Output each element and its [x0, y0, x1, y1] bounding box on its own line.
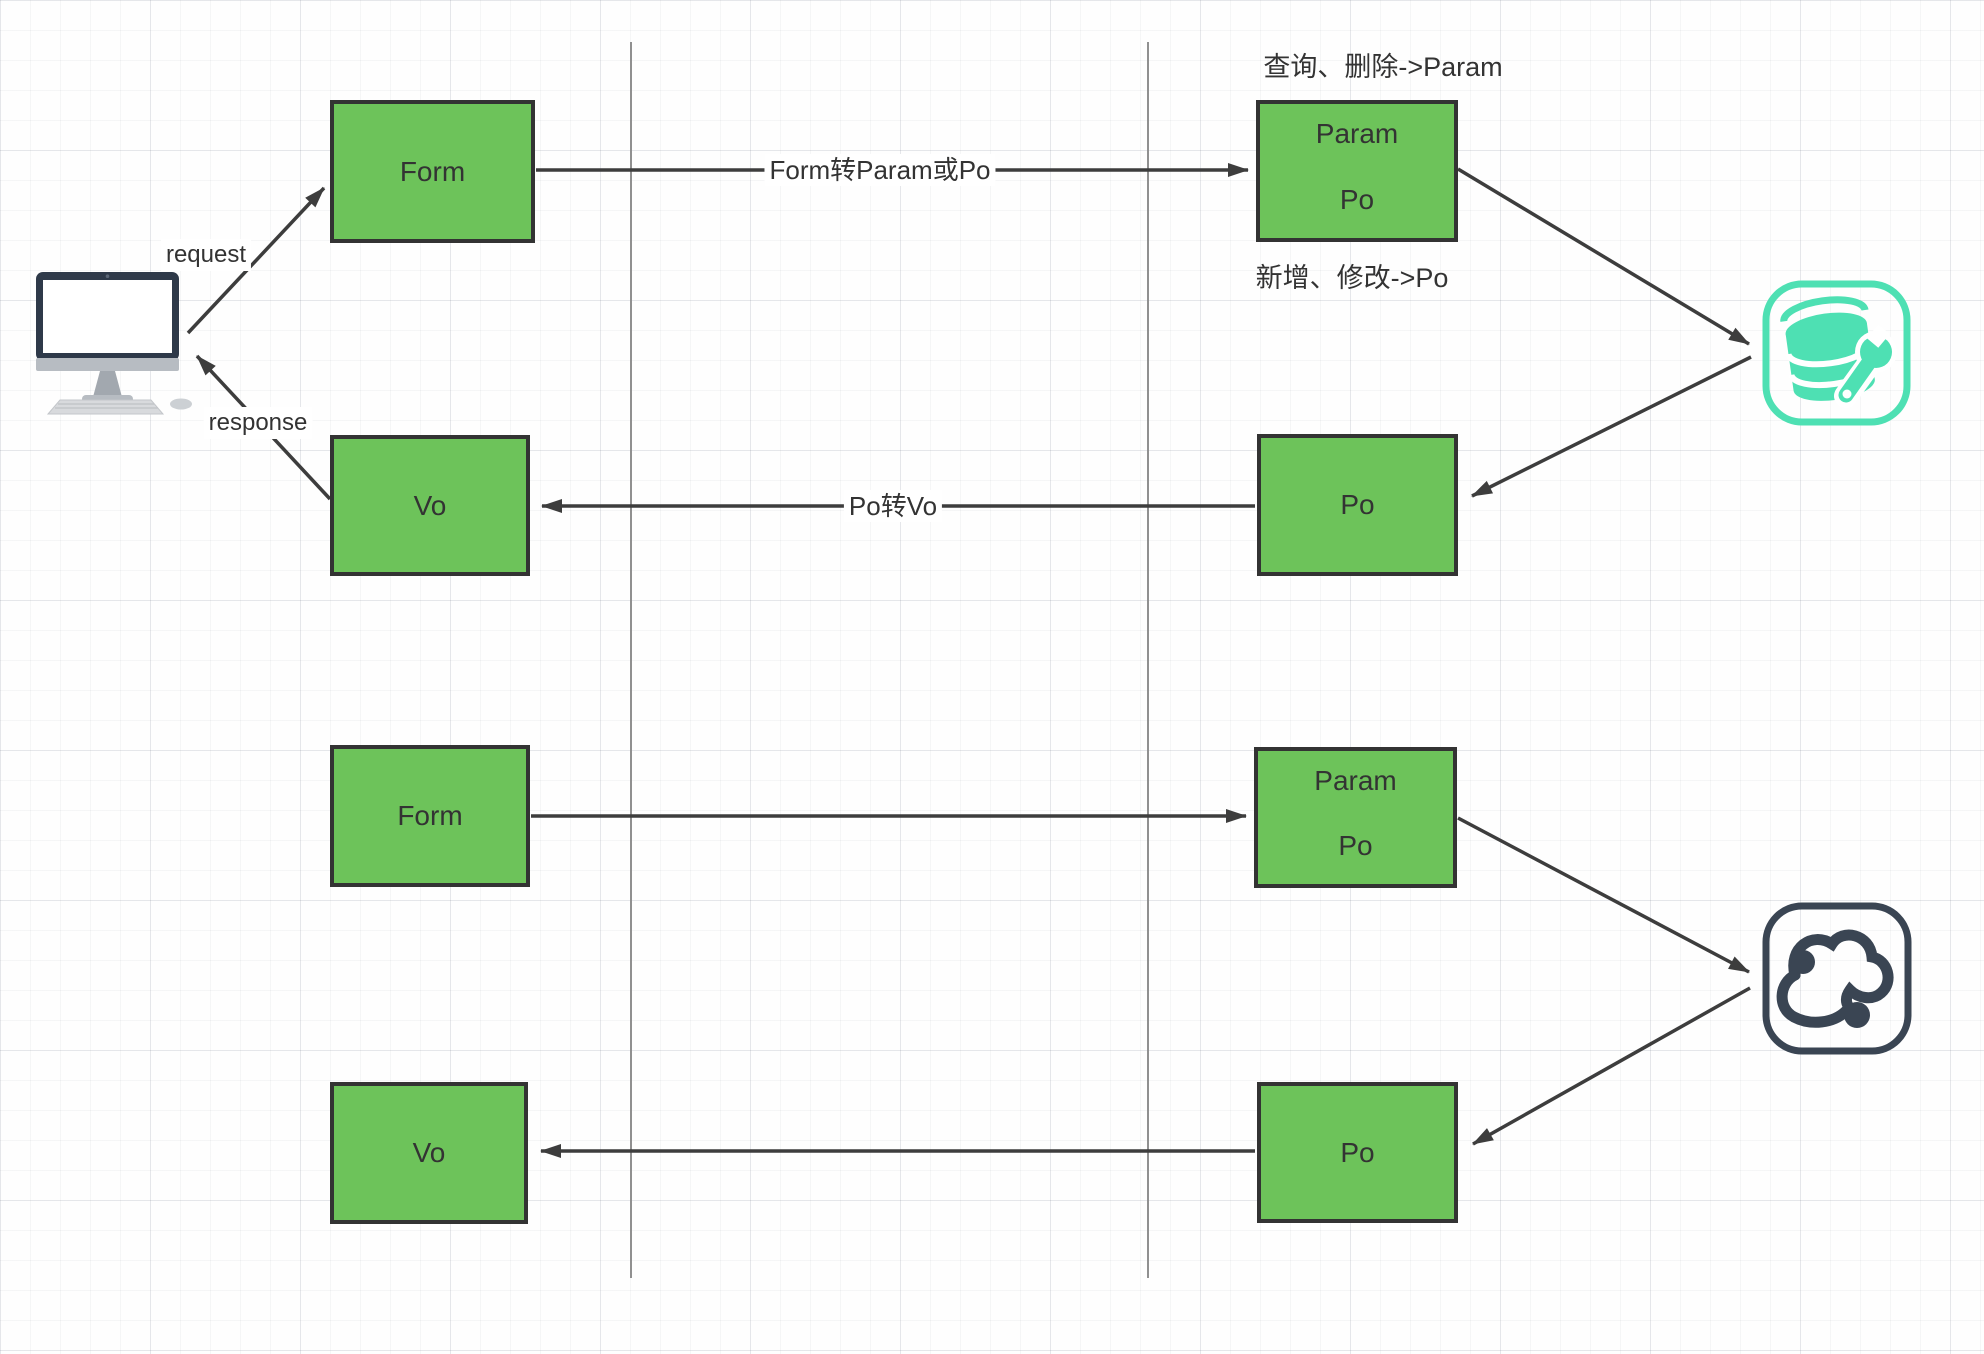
edge-param-to-cloud[interactable]	[1457, 816, 1750, 974]
node-form-bottom[interactable]: Form	[330, 745, 530, 887]
edge-request[interactable]	[186, 186, 326, 335]
annotation-query-delete[interactable]: 查询、删除->Param	[1263, 52, 1503, 82]
node-label-po: Po	[1339, 184, 1375, 215]
edge-label-form-to-param[interactable]: Form转Param或Po	[764, 154, 996, 186]
node-label-param: Param	[1314, 765, 1397, 796]
node-po-top[interactable]: Po	[1257, 434, 1458, 576]
edge-label-response[interactable]: response	[203, 407, 313, 439]
node-po-bottom[interactable]: Po	[1257, 1082, 1458, 1223]
cloud-service-icon[interactable]	[1762, 902, 1912, 1055]
node-param-po-top[interactable]: Param Po	[1256, 100, 1458, 242]
node-label: Po	[1340, 489, 1375, 520]
node-vo-bottom[interactable]: Vo	[330, 1082, 528, 1224]
node-label: Vo	[413, 489, 447, 521]
edge-label-po-to-vo[interactable]: Po转Vo	[843, 490, 943, 522]
node-label-param: Param	[1315, 118, 1399, 149]
edge-label-request[interactable]: request	[160, 239, 252, 271]
annotation-add-update[interactable]: 新增、修改->Po	[1255, 263, 1449, 293]
edge-cloud-to-po[interactable]	[1472, 986, 1751, 1146]
edge-param-to-database[interactable]	[1457, 167, 1750, 346]
node-label: Form	[397, 800, 463, 831]
node-label: Po	[1340, 1136, 1375, 1168]
node-label: Vo	[412, 1137, 446, 1168]
node-label: Form	[399, 155, 466, 187]
desktop-computer-icon[interactable]	[36, 272, 192, 415]
node-label-po: Po	[1338, 830, 1373, 861]
database-wrench-icon[interactable]	[1762, 280, 1911, 426]
node-form-top[interactable]: Form	[330, 100, 535, 243]
edge-database-to-po[interactable]	[1471, 355, 1752, 498]
node-param-po-bottom[interactable]: Param Po	[1254, 747, 1457, 888]
node-vo-top[interactable]: Vo	[330, 435, 530, 576]
